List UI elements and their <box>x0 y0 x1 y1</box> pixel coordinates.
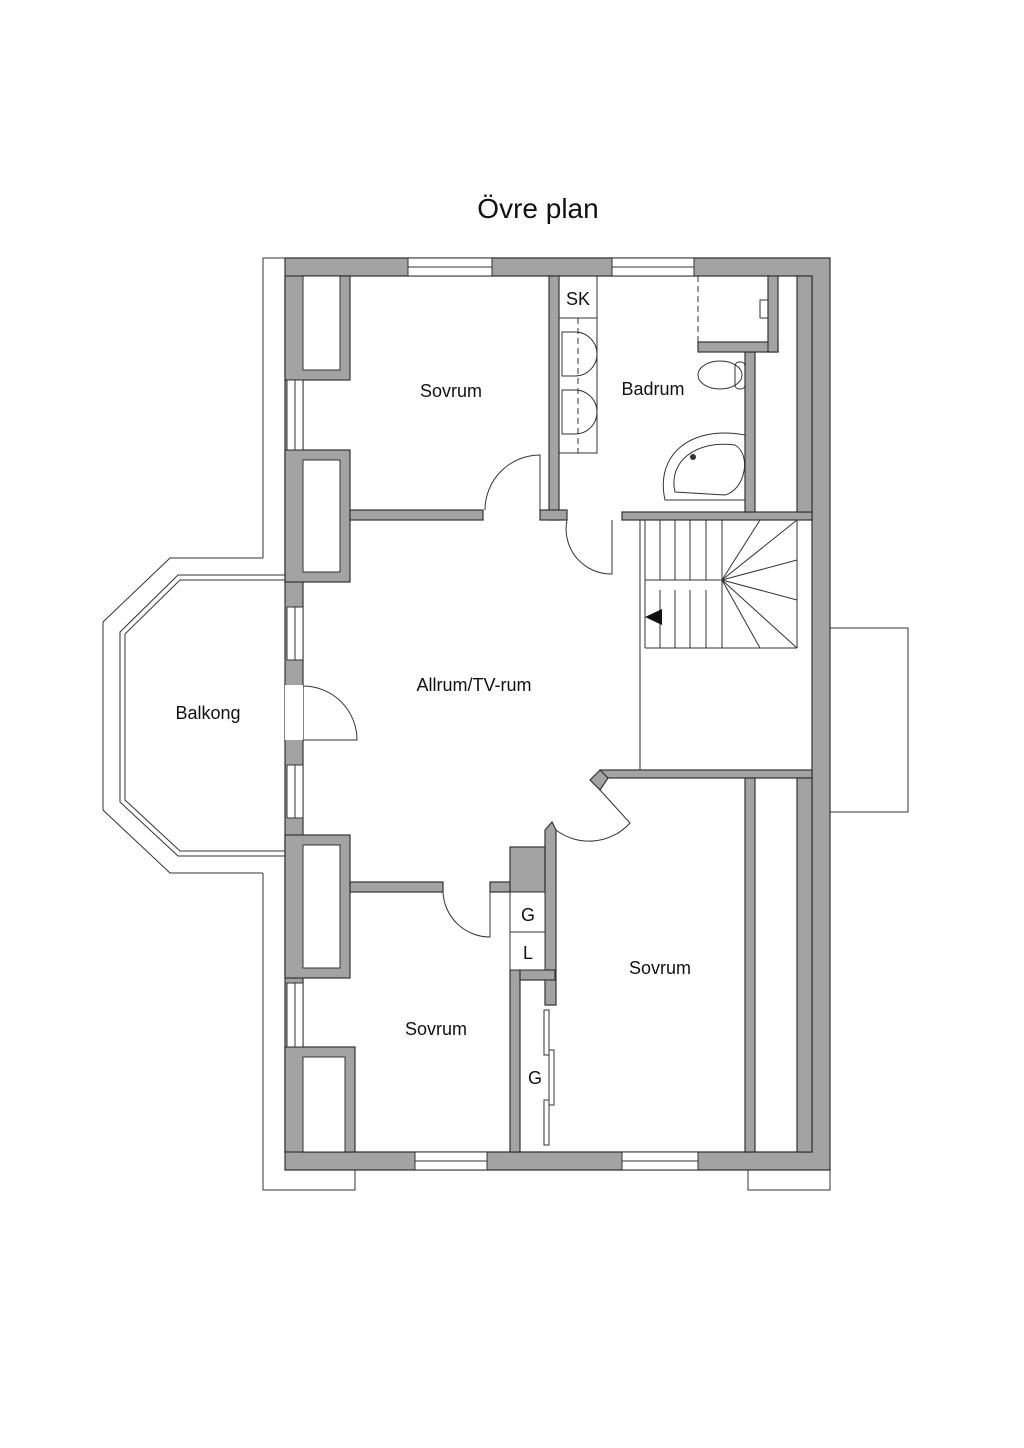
room-label-balkong: Balkong <box>175 703 240 723</box>
interior-walls <box>349 275 813 1153</box>
room-label-badrum: Badrum <box>621 379 684 399</box>
closet-label-l: L <box>523 943 533 963</box>
label-sk: SK <box>566 289 590 309</box>
balcony <box>102 557 285 874</box>
bathroom-fixtures <box>558 275 769 501</box>
plan-title: Övre plan <box>477 193 598 224</box>
room-label-sovrum-bottom-right: Sovrum <box>629 958 691 978</box>
windows <box>285 257 699 1171</box>
room-label-sovrum-bottom-left: Sovrum <box>405 1019 467 1039</box>
closet-label-g: G <box>521 905 535 925</box>
staircase <box>644 519 798 649</box>
closets <box>509 891 555 1146</box>
room-label-sovrum-top: Sovrum <box>420 381 482 401</box>
wardrobe-label-g: G <box>528 1068 542 1088</box>
room-label-allrum: Allrum/TV-rum <box>416 675 531 695</box>
stair-direction-arrow-icon <box>645 609 662 625</box>
kneewall-storage <box>284 275 356 1153</box>
doors <box>302 454 631 938</box>
